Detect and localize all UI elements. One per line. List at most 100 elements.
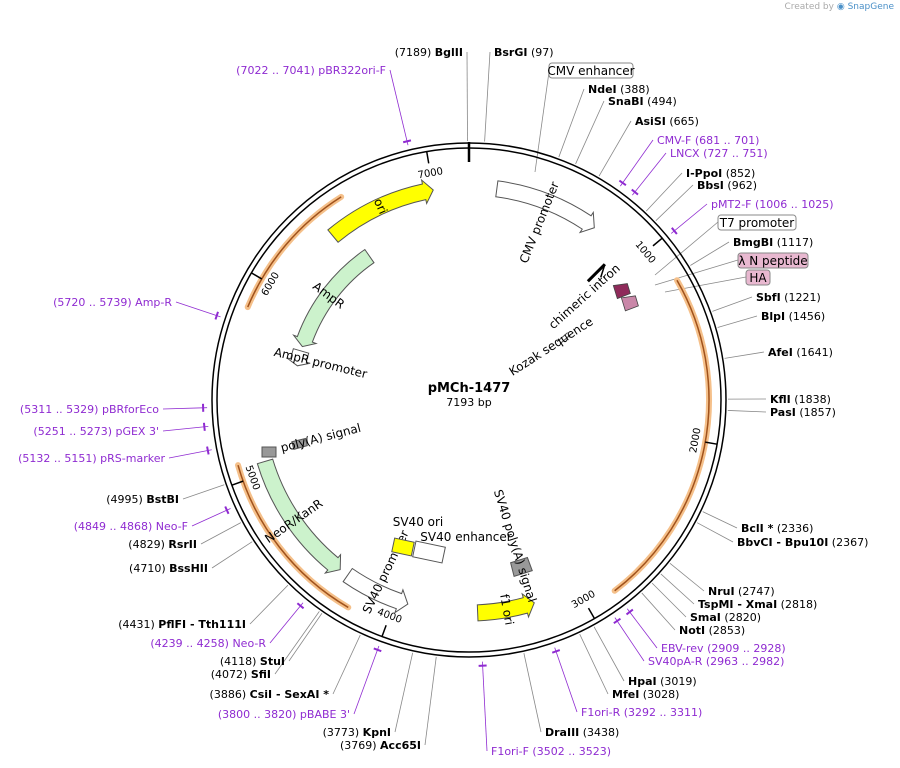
feature-arrow[interactable] [476,592,535,622]
feature-sv40-poly-a-signal[interactable]: SV40 poly(A) signal [491,488,539,604]
site-label[interactable]: NotI (2853) [679,624,745,637]
site-label[interactable]: MfeI (3028) [612,688,679,701]
site-ndei[interactable]: NdeI (388) [588,83,650,96]
site-sfii[interactable]: (4072) SfiI [211,668,271,681]
boxed-label-cmv-enhancer[interactable]: CMV enhancer [547,62,635,79]
site-bsshii[interactable]: (4710) BssHII [129,562,208,575]
site-mfei[interactable]: MfeI (3028) [612,688,679,701]
site-label[interactable]: SbfI (1221) [756,291,821,304]
feature-ampr[interactable]: AmpR [292,248,375,348]
site-label[interactable]: BsrGI (97) [494,46,554,59]
site-label[interactable]: I-PpoI (852) [686,167,755,180]
site-label[interactable]: BbsI (962) [697,179,757,192]
site-label[interactable]: HpaI (3019) [628,675,697,688]
site-bmgbi[interactable]: BmgBI (1117) [733,236,813,249]
site-bglii[interactable]: (7189) BglII [395,46,463,59]
primer-label[interactable]: CMV-F (681 .. 701) [657,134,759,147]
site-label[interactable]: (3769) Acc65I [340,739,421,752]
primer-label[interactable]: (7022 .. 7041) pBR322ori-F [236,64,386,77]
primer-label[interactable]: (4849 .. 4868) Neo-F [74,520,188,533]
feature-arrow[interactable] [327,178,434,243]
primer-label[interactable]: F1ori-F (3502 .. 3523) [491,745,611,758]
feature-arrow[interactable] [495,180,595,234]
site-blpi[interactable]: BlpI (1456) [761,310,825,323]
site-label[interactable]: NruI (2747) [708,585,775,598]
site-label[interactable]: BclI * (2336) [741,522,813,535]
site-label[interactable]: PasI (1857) [770,406,836,419]
site-label[interactable]: BlpI (1456) [761,310,825,323]
site-label[interactable]: (3773) KpnI [323,726,391,739]
site-label[interactable]: BmgBI (1117) [733,236,813,249]
site-bstbi[interactable]: (4995) BstBI [106,493,179,506]
site-bcli[interactable]: BclI * (2336) [741,522,813,535]
site-label[interactable]: DraIII (3438) [545,726,619,739]
site-acc65i[interactable]: (3769) Acc65I [340,739,421,752]
site-label[interactable]: SmaI (2820) [690,611,761,624]
site-label[interactable]: (4829) RsrII [128,538,197,551]
terminator-box[interactable] [510,556,533,577]
site-hpai[interactable]: HpaI (3019) [628,675,697,688]
site-label[interactable]: (7189) BglII [395,46,463,59]
site-label[interactable]: AsiSI (665) [635,115,699,128]
site-label[interactable]: NdeI (388) [588,83,650,96]
feature-arrow[interactable] [256,458,342,574]
site-sbfi[interactable]: SbfI (1221) [756,291,821,304]
site-draiii[interactable]: DraIII (3438) [545,726,619,739]
site-bsrgi[interactable]: BsrGI (97) [494,46,554,59]
site-bbvci[interactable]: BbvCI - Bpu10I (2367) [737,536,868,549]
site-kpni[interactable]: (3773) KpnI [323,726,391,739]
feature-f1-ori[interactable]: f1 ori [476,592,535,626]
site-stui[interactable]: (4118) StuI [220,655,285,668]
site-ippoi[interactable]: I-PpoI (852) [686,167,755,180]
site-bbsi[interactable]: BbsI (962) [697,179,757,192]
boxed-label-ha[interactable]: HA [745,269,771,286]
sv40-enhancer-box[interactable] [412,540,446,564]
primer-label[interactable]: F1ori-R (3292 .. 3311) [581,706,702,719]
primer-label[interactable]: SV40pA-R (2963 .. 2982) [648,655,784,668]
site-snabi[interactable]: SnaBI (494) [608,95,677,108]
site-kfli[interactable]: KflI (1838) [770,393,831,406]
site-afei[interactable]: AfeI (1641) [768,346,833,359]
site-label[interactable]: AfeI (1641) [768,346,833,359]
site-label[interactable]: KflI (1838) [770,393,831,406]
boxed-label-n-peptide[interactable]: λ N peptide [737,252,809,269]
primer-label[interactable]: (5311 .. 5329) pBRforEco [20,403,159,416]
site-smai[interactable]: SmaI (2820) [690,611,761,624]
boxed-label-t7-promoter[interactable]: T7 promoter [717,214,797,231]
primer-label[interactable]: (5251 .. 5273) pGEX 3' [33,425,159,438]
primer-label[interactable]: (3800 .. 3820) pBABE 3' [218,708,350,721]
site-tspmi[interactable]: TspMI - XmaI (2818) [698,598,817,611]
feature-arrow[interactable] [292,248,375,348]
site-pflfi[interactable]: (4431) PflFI - Tth111I [118,618,246,631]
feature-arrow[interactable] [286,348,311,367]
terminator-box[interactable] [291,437,308,451]
site-label[interactable]: TspMI - XmaI (2818) [698,598,817,611]
site-label[interactable]: (4118) StuI [220,655,285,668]
site-label[interactable]: BbvCI - Bpu10I (2367) [737,536,868,549]
feature-neor-kanr[interactable]: NeoR/KanR [256,458,342,574]
site-label[interactable]: (4431) PflFI - Tth111I [118,618,246,631]
primer-label[interactable]: (5720 .. 5739) Amp-R [53,296,172,309]
primer-label[interactable]: (4239 .. 4258) Neo-R [150,637,266,650]
site-csii[interactable]: (3886) CsiI - SexAI * [210,688,330,701]
site-label[interactable]: (4995) BstBI [106,493,179,506]
feature-ampr-promoter[interactable]: AmpR promoter [273,345,369,381]
feature-ori[interactable]: ori [327,178,434,243]
site-label[interactable]: (4710) BssHII [129,562,208,575]
site-asisi[interactable]: AsiSI (665) [635,115,699,128]
feature-arrow[interactable] [342,567,409,614]
feature-cmv-promoter[interactable]: CMV promoter [495,180,595,266]
primer-label[interactable]: pMT2-F (1006 .. 1025) [711,198,834,211]
primer-label[interactable]: (5132 .. 5151) pRS-marker [18,452,165,465]
primer-label[interactable]: EBV-rev (2909 .. 2928) [661,642,786,655]
feature-poly-a-signal[interactable]: poly(A) signal [279,421,362,455]
primer-label[interactable]: LNCX (727 .. 751) [670,147,768,160]
site-noti[interactable]: NotI (2853) [679,624,745,637]
site-label[interactable]: SnaBI (494) [608,95,677,108]
site-rsrii[interactable]: (4829) RsrII [128,538,197,551]
site-label[interactable]: (4072) SfiI [211,668,271,681]
poly-a-signal-box[interactable] [261,446,277,458]
sv40-ori-box[interactable] [391,537,415,557]
site-pasi[interactable]: PasI (1857) [770,406,836,419]
site-nrui[interactable]: NruI (2747) [708,585,775,598]
